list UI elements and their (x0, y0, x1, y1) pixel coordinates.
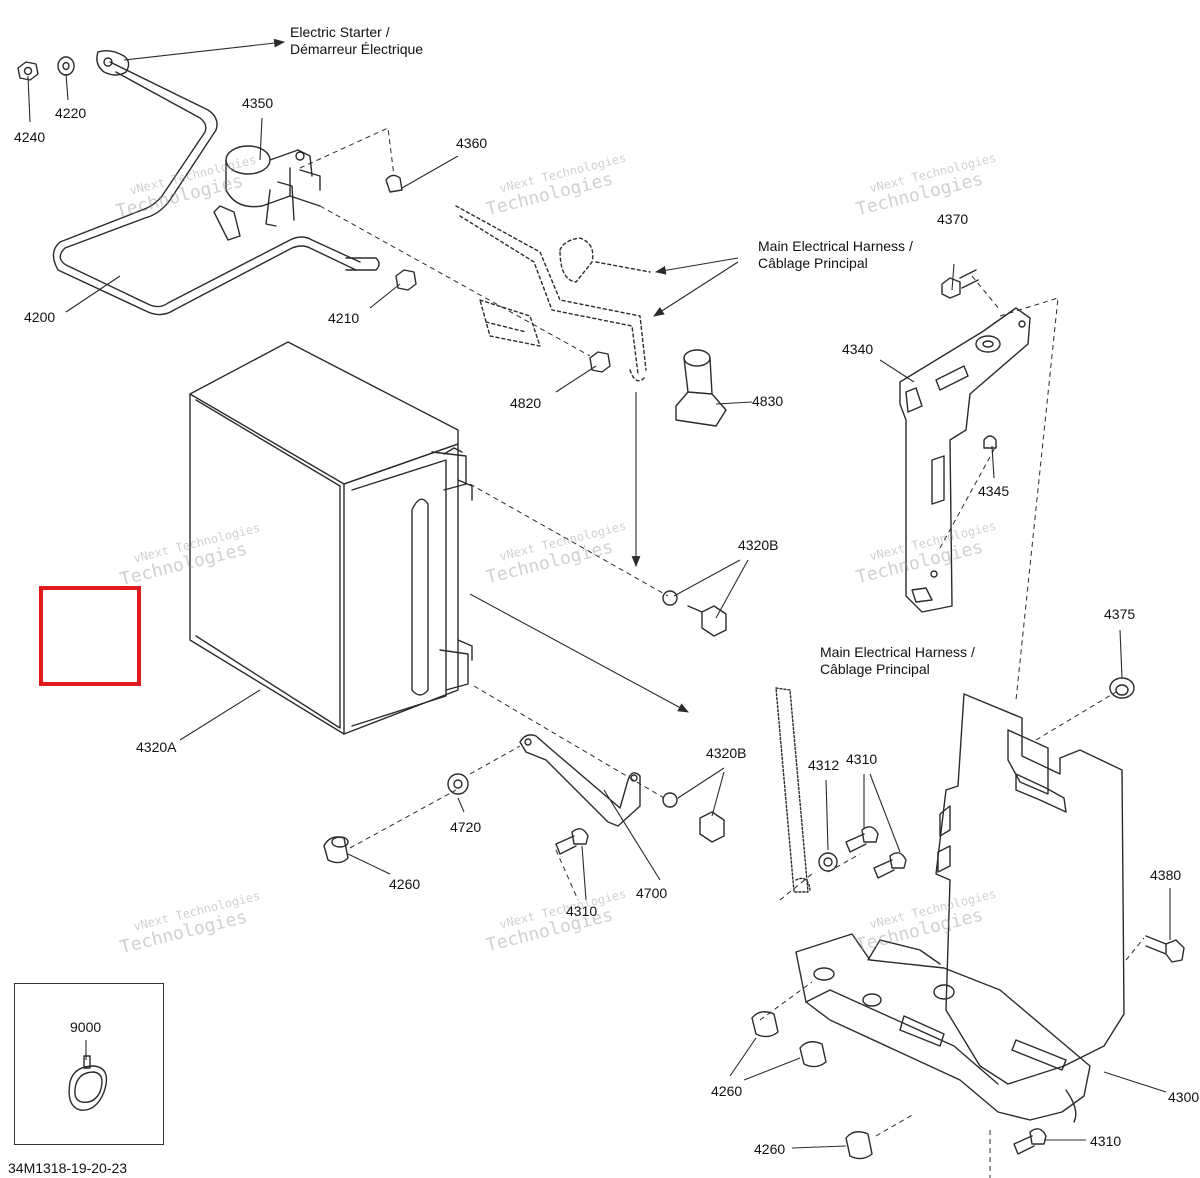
battery-4320a (189, 341, 473, 735)
part-label-4240: 4240 (14, 129, 46, 145)
part-label-4360: 4360 (456, 135, 488, 151)
callout-main-harness-top: Main Electrical Harness / Câblage Princi… (758, 238, 913, 271)
part-label-4310-mid: 4310 (566, 903, 598, 919)
part-label-4720: 4720 (450, 819, 482, 835)
part-label-4220: 4220 (55, 105, 87, 121)
inset-box (14, 983, 164, 1145)
starter-solenoid-4350 (213, 145, 321, 241)
bolt-4310-bottom (1013, 1128, 1047, 1155)
part-label-4320b-top: 4320B (738, 537, 779, 553)
battery-tray-4300 (795, 693, 1125, 1123)
lock-washer-4312 (818, 852, 838, 872)
bolt-4320b-top (662, 590, 727, 637)
part-label-4320b-mid: 4320B (706, 745, 747, 761)
part-label-4260-bottom-1: 4260 (711, 1083, 743, 1099)
main-harness-top (455, 205, 651, 382)
part-label-4375: 4375 (1104, 606, 1136, 622)
bolt-4310-top (845, 826, 907, 879)
bolt-4310-mid (555, 828, 589, 855)
callout-electric-starter: Electric Starter / Démarreur Électrique (290, 24, 424, 57)
bolt-4380 (1145, 935, 1185, 963)
nut-4240 (17, 61, 39, 81)
callout-main-harness-right: Main Electrical Harness / Câblage Princi… (820, 644, 975, 677)
part-label-4320a: 4320A (136, 739, 177, 755)
part-label-4340: 4340 (842, 341, 874, 357)
starter-cable-4200 (52, 49, 380, 316)
washer-4220 (57, 56, 75, 76)
bolt-4370 (941, 269, 979, 299)
highlight-box (39, 586, 141, 686)
nut-4820 (589, 351, 611, 373)
part-label-4200: 4200 (24, 309, 56, 325)
bolt-4360 (385, 174, 403, 193)
part-label-4820: 4820 (510, 395, 542, 411)
part-label-4260-bottom-2: 4260 (754, 1141, 786, 1157)
bolt-4320b-mid (662, 792, 725, 843)
nut-4210 (395, 269, 417, 291)
part-label-4210: 4210 (328, 310, 360, 326)
part-label-4310-bottom: 4310 (1090, 1133, 1122, 1149)
part-label-4312: 4312 (808, 757, 840, 773)
star-washer-4720 (447, 773, 469, 795)
part-label-4830: 4830 (752, 393, 784, 409)
part-label-4300: 4300 (1168, 1089, 1200, 1105)
part-label-4350: 4350 (242, 95, 274, 111)
part-label-9000: 9000 (70, 1019, 102, 1035)
ground-strap-4700 (519, 734, 641, 827)
cap-4375 (1109, 677, 1135, 699)
main-harness-right (775, 687, 811, 893)
part-label-4380: 4380 (1150, 867, 1182, 883)
nut-4345 (983, 435, 997, 449)
terminal-boot-4830 (675, 349, 727, 427)
clamp-9000 (68, 1055, 108, 1111)
part-label-4370: 4370 (937, 211, 969, 227)
part-label-4260-left: 4260 (389, 876, 421, 892)
diagram-code: 34M1318-19-20-23 (8, 1160, 128, 1176)
part-label-4345: 4345 (978, 483, 1010, 499)
part-label-4310-top: 4310 (846, 751, 878, 767)
bracket-4340 (899, 307, 1031, 613)
bolt-4260-bottom (751, 1011, 873, 1160)
part-label-4700: 4700 (636, 885, 668, 901)
bolt-4260-left (323, 836, 349, 864)
